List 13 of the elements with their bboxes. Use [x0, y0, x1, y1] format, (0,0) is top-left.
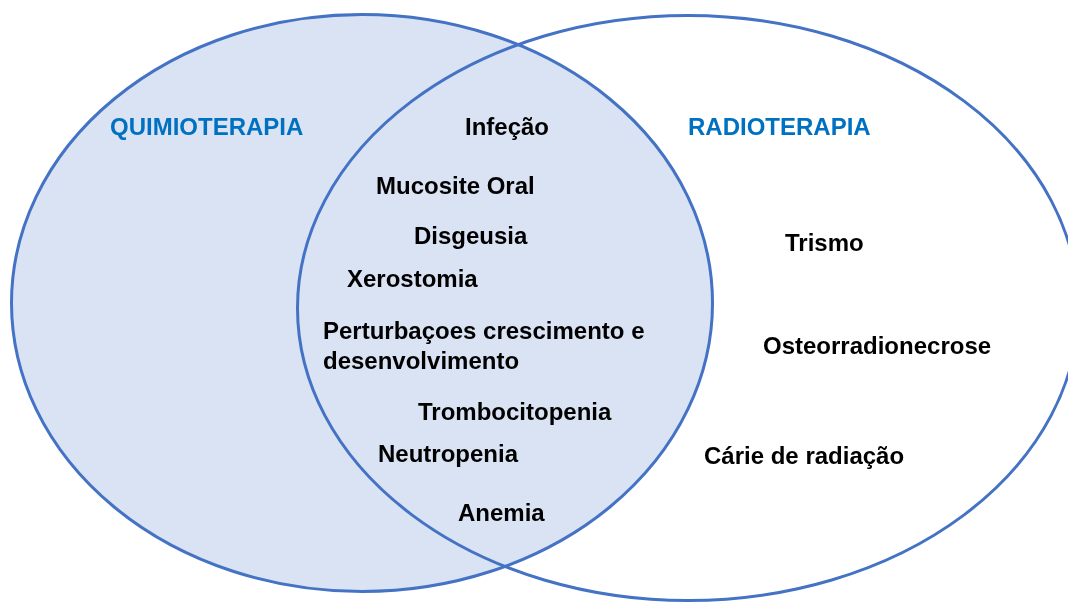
effect-label: Mucosite Oral — [376, 171, 535, 201]
effect-label: Neutropenia — [378, 439, 518, 469]
effect-label: Cárie de radiação — [704, 441, 905, 471]
set-title: QUIMIOTERAPIA — [110, 112, 304, 142]
effect-label: Perturbaçoes crescimento e desenvolvimento — [323, 316, 646, 376]
effect-label: Osteorradionecrose — [763, 331, 992, 361]
set-title: RADIOTERAPIA — [688, 112, 871, 142]
effect-label: Trismo — [785, 228, 864, 258]
effect-label: Xerostomia — [347, 264, 478, 294]
effect-label: Trombocitopenia — [418, 397, 612, 427]
effect-label: Disgeusia — [414, 221, 528, 251]
effect-label: Anemia — [458, 498, 545, 528]
effect-label: Infeção — [465, 112, 550, 142]
